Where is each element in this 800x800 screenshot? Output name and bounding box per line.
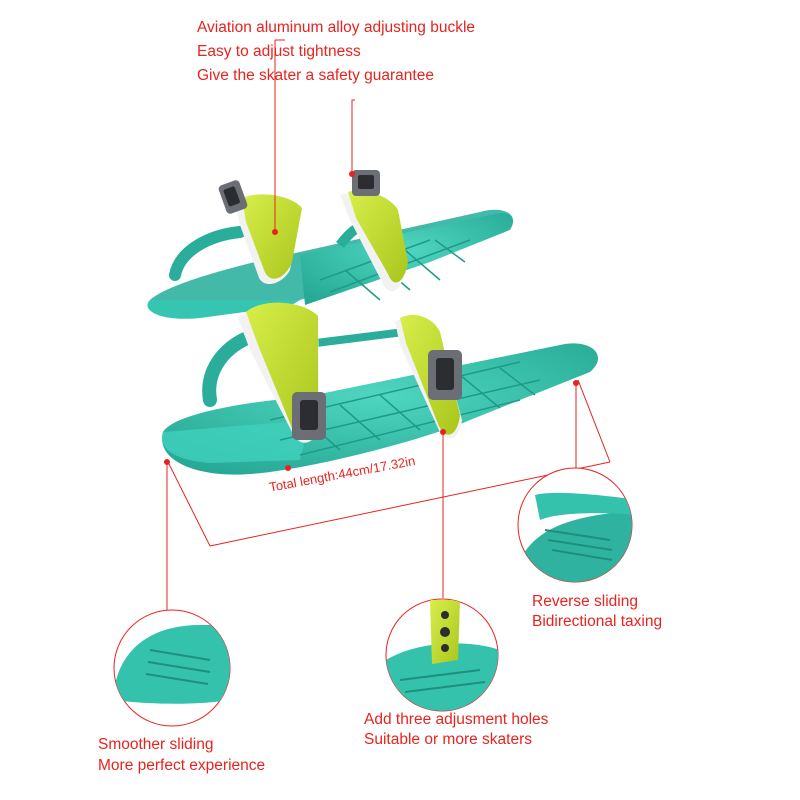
annotation-lines xyxy=(166,39,611,612)
holes-callout-line1: Add three adjusment holes xyxy=(364,711,549,728)
reverse-callout: Reverse sliding Bidirectional taxing xyxy=(532,592,662,632)
buckle-callout-line3: Give the skater a safety guarantee xyxy=(197,67,434,84)
adjustment-holes-detail xyxy=(385,598,499,712)
reverse-sliding-detail xyxy=(517,467,633,583)
front-rear-binding xyxy=(238,302,326,471)
front-front-binding xyxy=(395,314,462,439)
reverse-callout-line1: Reverse sliding xyxy=(532,593,638,610)
buckle-callout-line2: Easy to adjust tightness xyxy=(197,43,361,60)
reverse-callout-line2: Bidirectional taxing xyxy=(532,613,663,630)
buckle-callout-line1: Aviation aluminum alloy adjusting buckle xyxy=(197,19,476,36)
smooth-callout-line1: Smoother sliding xyxy=(98,736,214,753)
smooth-sliding-detail xyxy=(113,609,231,727)
front-ski xyxy=(161,326,599,475)
back-ski xyxy=(147,209,514,319)
smooth-callout-line2: More perfect experience xyxy=(98,757,266,774)
back-rear-binding xyxy=(218,180,302,285)
smooth-callout: Smoother sliding More perfect experience xyxy=(98,734,265,776)
holes-callout: Add three adjusment holes Suitable or mo… xyxy=(364,710,548,750)
holes-callout-line2: Suitable or more skaters xyxy=(364,731,532,748)
buckle-callout: Aviation aluminum alloy adjusting buckle… xyxy=(197,16,475,88)
back-front-binding xyxy=(340,170,408,292)
